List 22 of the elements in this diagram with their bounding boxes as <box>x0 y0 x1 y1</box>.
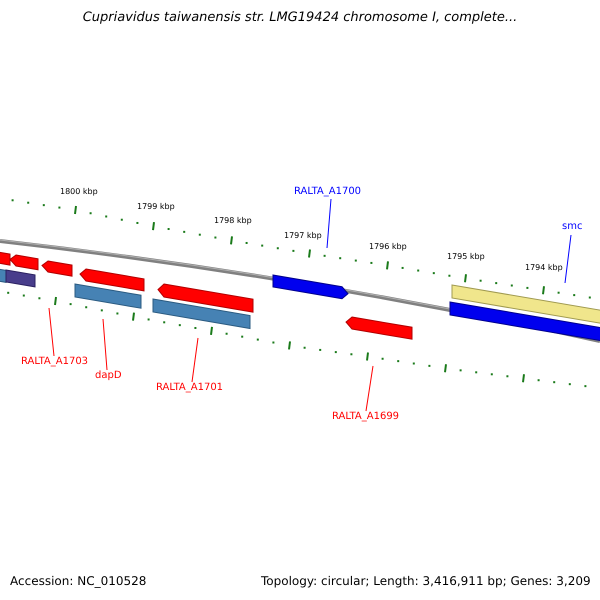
leader-line <box>192 338 198 382</box>
leader-line <box>326 198 332 248</box>
scale-label: 1794 kbp <box>525 263 563 272</box>
diagram-title: Cupriavidus taiwanensis str. LMG19424 chromosome I, complete... <box>82 10 518 25</box>
leader-line <box>48 308 54 356</box>
gene-label: RALTA_A1699 <box>332 411 400 422</box>
scale-label: 1800 kbp <box>60 187 98 196</box>
leader-line <box>102 318 108 370</box>
leader-line <box>564 234 572 284</box>
scale-label: 1797 kbp <box>284 231 322 240</box>
gene-label: RALTA_A1703 <box>21 356 88 367</box>
scale-label: 1798 kbp <box>214 216 252 225</box>
accession-text: Accession: NC_010528 <box>10 574 146 588</box>
gene-label: RALTA_A1701 <box>156 382 224 393</box>
genome-summary-text: Topology: circular; Length: 3,416,911 bp; Genes: 3,209 <box>261 574 591 588</box>
gene-label: smc <box>562 221 582 232</box>
gene-label: dapD <box>95 370 122 381</box>
scale-label: 1796 kbp <box>369 242 407 251</box>
scale-label: 1799 kbp <box>137 202 175 211</box>
scale-label: 1795 kbp <box>447 252 485 261</box>
gene-label: RALTA_A1700 <box>294 186 362 197</box>
leader-line <box>366 366 374 412</box>
